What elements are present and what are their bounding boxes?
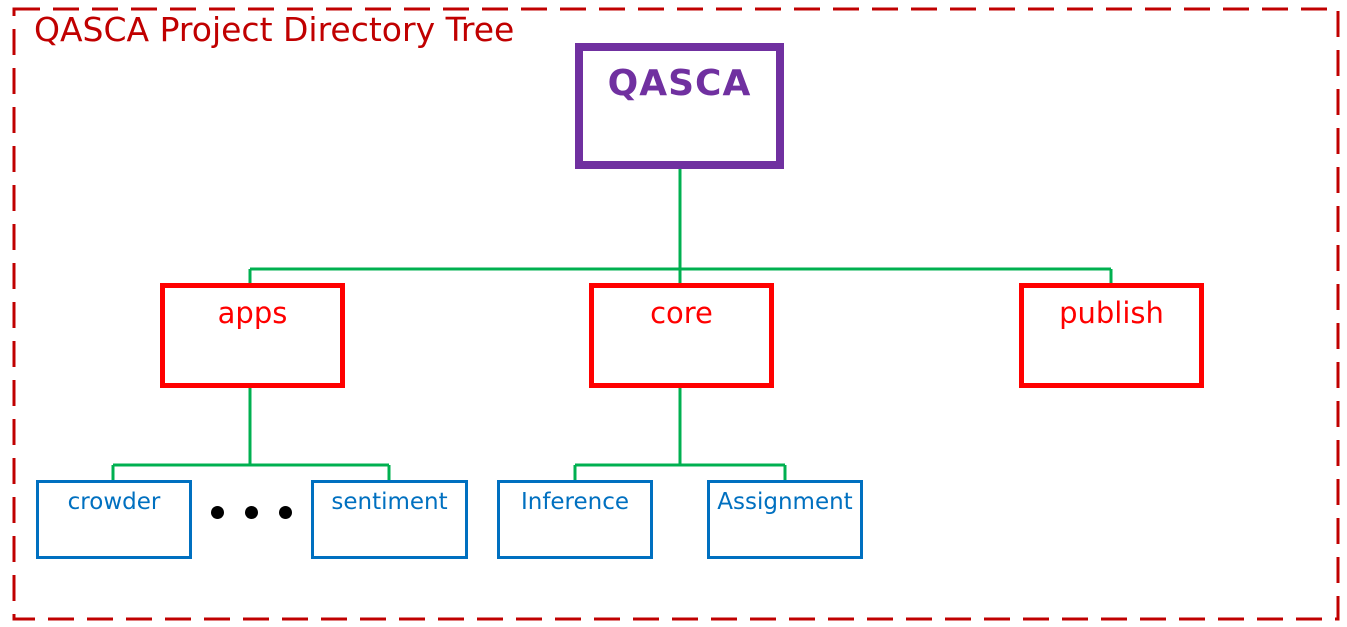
node-crowder-label: crowder [67, 489, 161, 515]
ellipsis-dot [245, 506, 258, 519]
node-crowder: crowder [36, 480, 192, 559]
node-core-label: core [650, 296, 713, 330]
node-inference-label: Inference [520, 489, 630, 515]
node-apps-label: apps [217, 296, 288, 330]
ellipsis-dot [211, 506, 224, 519]
node-qasca-label: QASCA [607, 63, 752, 104]
connectors [111, 169, 1113, 480]
node-qasca: QASCA [575, 43, 784, 169]
node-sentiment-label: sentiment [331, 489, 448, 515]
node-publish: publish [1019, 283, 1204, 388]
ellipsis-dot [279, 506, 292, 519]
node-sentiment: sentiment [311, 480, 468, 559]
node-publish-label: publish [1059, 296, 1164, 330]
node-apps: apps [160, 283, 345, 388]
diagram-title: QASCA Project Directory Tree [34, 10, 515, 49]
node-assignment: Assignment [707, 480, 863, 559]
node-core: core [589, 283, 774, 388]
node-assignment-label: Assignment [717, 489, 853, 515]
node-inference: Inference [497, 480, 653, 559]
dashed-frame [12, 7, 1340, 621]
